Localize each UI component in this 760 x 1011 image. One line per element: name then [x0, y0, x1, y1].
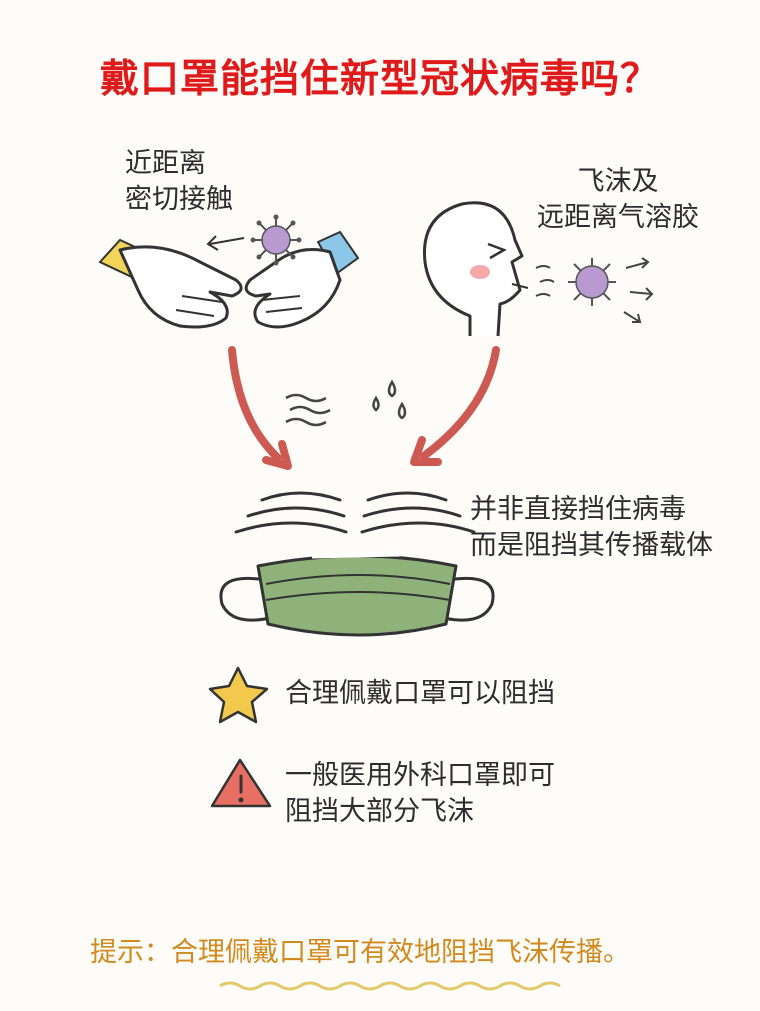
wavy-divider — [219, 981, 561, 991]
virus-icon — [250, 214, 302, 266]
close-contact-label: 近距离 密切接触 — [125, 146, 233, 218]
mask-explanation-line-1: 并非直接挡住病毒 — [470, 494, 686, 525]
point-2-line-2: 阻挡大部分飞沫 — [285, 796, 474, 827]
air-flow-icon — [285, 393, 331, 427]
droplet-line-1: 飞沫及 — [577, 166, 659, 197]
right-hand-icon — [244, 230, 360, 329]
hint-text: 提示：合理佩戴口罩可有效地阻挡飞沫传播。 — [90, 937, 630, 968]
point-1-text: 合理佩戴口罩可以阻挡 — [285, 678, 555, 709]
curved-arrow-left-icon — [228, 346, 292, 470]
face-mask-icon — [219, 551, 495, 637]
small-arrow-icon — [206, 235, 245, 251]
spray-arrows-icon — [623, 257, 654, 323]
blocking-waves-icon — [234, 491, 476, 534]
curved-arrow-right-icon — [410, 346, 500, 466]
star-icon — [208, 666, 269, 724]
warning-icon — [210, 758, 272, 808]
close-contact-line-2: 密切接触 — [125, 184, 233, 215]
water-drops-icon — [372, 379, 407, 420]
page-title: 戴口罩能挡住新型冠状病毒吗？ — [99, 57, 660, 102]
person-head-icon — [422, 201, 529, 337]
point-2-line-1: 一般医用外科口罩即可 — [285, 760, 555, 791]
mask-explanation: 并非直接挡住病毒 而是阻挡其传播载体 — [470, 492, 713, 564]
droplet-line-2: 远距离气溶胶 — [537, 202, 699, 233]
droplet-label: 飞沫及 远距离气溶胶 — [537, 164, 699, 236]
point-2-text: 一般医用外科口罩即可 阻挡大部分飞沫 — [285, 758, 555, 830]
left-hand-icon — [98, 238, 243, 329]
close-contact-line-1: 近距离 — [125, 148, 206, 179]
virus-icon — [568, 258, 616, 306]
droplets-icon — [535, 265, 555, 297]
mask-explanation-line-2: 而是阻挡其传播载体 — [470, 530, 713, 561]
